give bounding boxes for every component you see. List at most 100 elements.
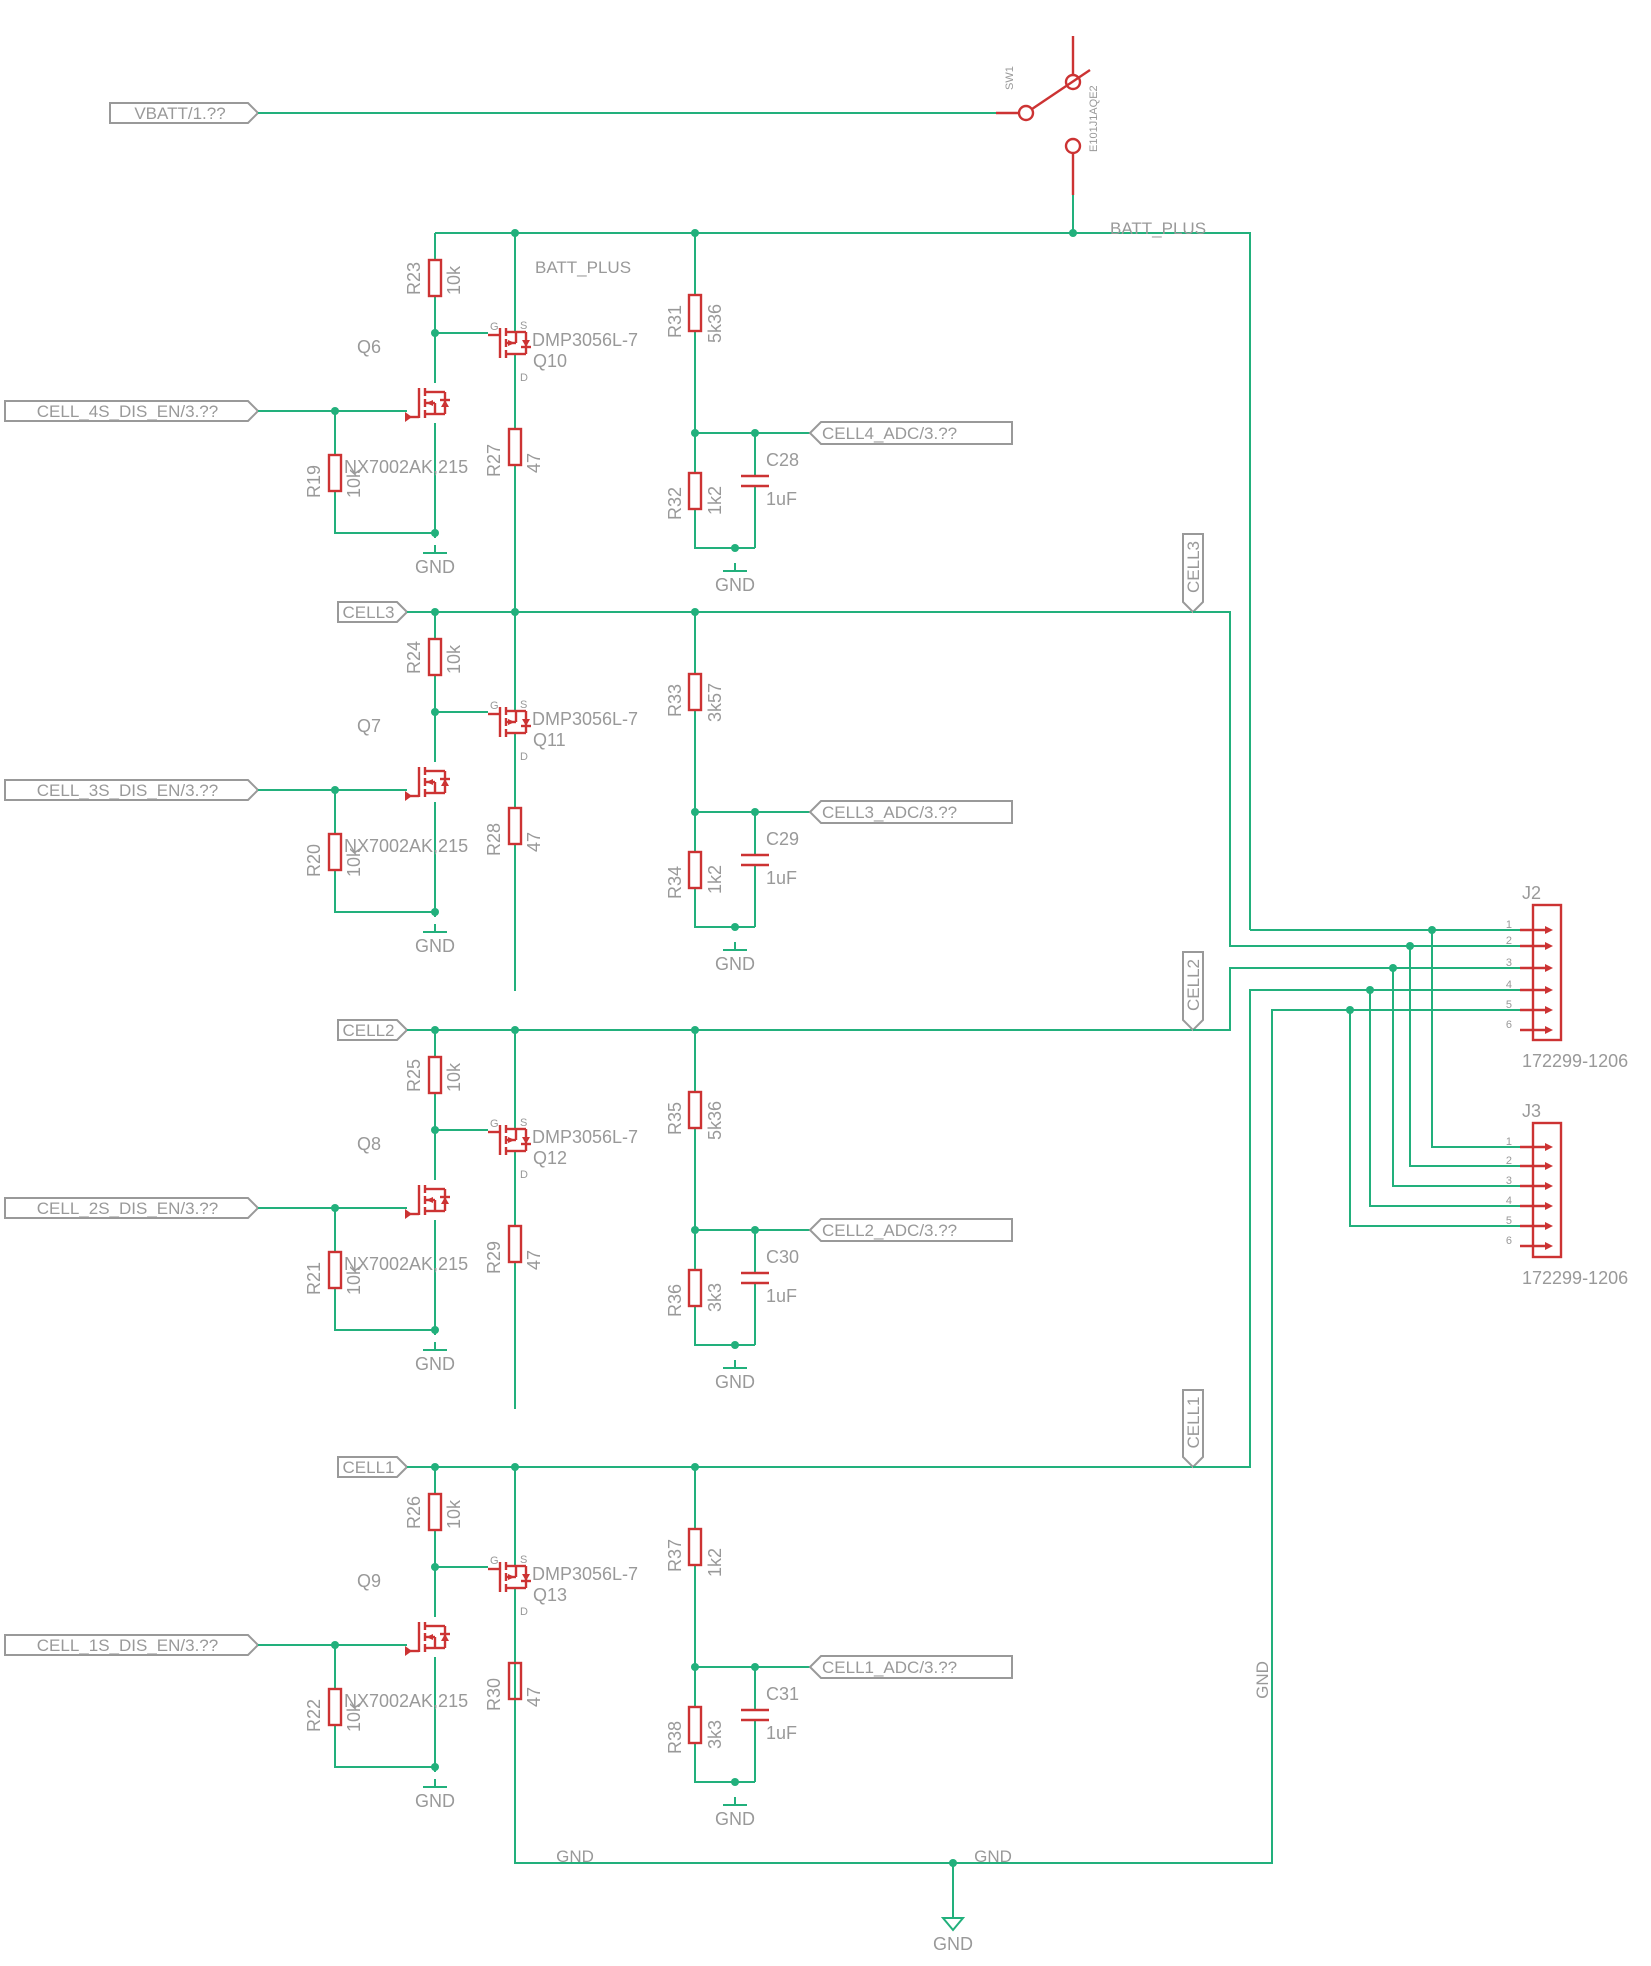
ref-label: R33 xyxy=(665,684,685,717)
resistor-R36 xyxy=(687,1268,703,1308)
pin-d: D xyxy=(520,1169,528,1181)
junction-dot xyxy=(511,608,519,616)
junction-dot xyxy=(1366,986,1374,994)
ref-label: R36 xyxy=(665,1284,685,1317)
net-label: GND xyxy=(974,1847,1012,1866)
wires xyxy=(4,102,1520,1932)
value-label: 10k xyxy=(444,1062,464,1092)
pin-number: 6 xyxy=(1506,1235,1512,1247)
junction-dot xyxy=(731,923,739,931)
wire-segment xyxy=(1193,989,1520,1468)
gnd-label: GND xyxy=(415,1354,455,1374)
nmos-transistor xyxy=(403,765,452,803)
ref-label: Q7 xyxy=(357,716,381,736)
pin-number: 3 xyxy=(1506,1175,1512,1187)
switch-ref: SW1 xyxy=(1004,66,1016,90)
resistor-R25 xyxy=(427,1055,443,1095)
wire-segment xyxy=(1409,946,1520,1167)
capacitor-symbol xyxy=(741,474,769,488)
port-label xyxy=(109,102,260,124)
connector-part: 172299-1206 xyxy=(1522,1268,1628,1288)
ref-label: R20 xyxy=(304,844,324,877)
gnd-label: GND xyxy=(933,1934,973,1954)
value-label: 3k57 xyxy=(705,683,725,722)
junction-dot xyxy=(691,608,699,616)
port-label xyxy=(337,1456,409,1478)
connector-ref: J2 xyxy=(1522,883,1541,903)
pin-s: S xyxy=(520,699,527,711)
part-label: NX7002AK,215 xyxy=(344,836,468,856)
port-text: CELL1_ADC/3.?? xyxy=(822,1658,957,1677)
resistor-R26 xyxy=(427,1492,443,1532)
ref-label: R29 xyxy=(484,1241,504,1274)
port-label xyxy=(4,400,260,422)
resistor-R37 xyxy=(687,1527,703,1567)
value-label: 3k3 xyxy=(705,1720,725,1749)
pin-s: S xyxy=(520,1554,527,1566)
part-label: DMP3056L-7 xyxy=(532,1127,638,1147)
junction-dot xyxy=(731,544,739,552)
ref-label: Q8 xyxy=(357,1134,381,1154)
ref-label: Q6 xyxy=(357,337,381,357)
port-text: CELL3_ADC/3.?? xyxy=(822,803,957,822)
pin-number: 2 xyxy=(1506,1155,1512,1167)
ref-label: R24 xyxy=(404,641,424,674)
resistor-R33 xyxy=(687,672,703,712)
pin-s: S xyxy=(520,320,527,332)
resistor-R28 xyxy=(507,806,523,846)
value-label: 10k xyxy=(444,644,464,674)
junction-dot xyxy=(1428,926,1436,934)
junction-dot xyxy=(431,1026,439,1034)
port-label xyxy=(808,800,1013,824)
net-label: BATT_PLUS xyxy=(1110,219,1206,238)
port-text: CELL_2S_DIS_EN/3.?? xyxy=(37,1199,218,1218)
pin-g: G xyxy=(490,1118,499,1130)
port-label xyxy=(808,1218,1013,1242)
wire-segment xyxy=(334,1288,435,1331)
wire-segment xyxy=(334,870,435,913)
resistor-R38 xyxy=(687,1705,703,1745)
net-label: BATT_PLUS xyxy=(535,258,631,277)
value-label: 3k3 xyxy=(705,1283,725,1312)
ref-label: C28 xyxy=(766,450,799,470)
port-text: CELL1 xyxy=(343,1458,395,1477)
value-label: 47 xyxy=(524,832,544,852)
port-text: CELL2 xyxy=(343,1021,395,1040)
pin-g: G xyxy=(490,1555,499,1567)
pin-s: S xyxy=(520,1117,527,1129)
wire-segment xyxy=(694,509,755,549)
gnd-label: GND xyxy=(415,936,455,956)
port-text: CELL2 xyxy=(1184,959,1203,1011)
value-label: 5k36 xyxy=(705,1101,725,1140)
port-label xyxy=(1182,1389,1204,1469)
pin-number: 5 xyxy=(1506,999,1512,1011)
port-label xyxy=(808,421,1013,445)
wire-segment xyxy=(435,232,1251,930)
wire-segment xyxy=(514,1009,1520,1864)
ref-label: R31 xyxy=(665,305,685,338)
connector-J3 xyxy=(1520,1121,1563,1259)
value-label: 10k xyxy=(444,265,464,295)
value-label: 47 xyxy=(524,1250,544,1270)
port-text: CELL1 xyxy=(1184,1397,1203,1449)
labels: VBATT/1.??SW1E101J1AQE2BATT_PLUSBATT_PLU… xyxy=(37,66,1628,1954)
port-text: CELL3 xyxy=(1184,541,1203,593)
junction-dot xyxy=(431,608,439,616)
wire-segment xyxy=(1193,967,1520,1031)
pin-number: 1 xyxy=(1506,919,1512,931)
net-label: GND xyxy=(1253,1661,1272,1699)
value-label: 1k2 xyxy=(705,865,725,894)
pin-number: 4 xyxy=(1506,979,1512,991)
resistor-R34 xyxy=(687,850,703,890)
resistor-R24 xyxy=(427,637,443,677)
junction-dot xyxy=(691,1026,699,1034)
ref-label: R35 xyxy=(665,1102,685,1135)
wire-segment xyxy=(1392,968,1520,1187)
gnd-label: GND xyxy=(715,954,755,974)
wire-segment xyxy=(694,1306,755,1346)
ref-label: R37 xyxy=(665,1539,685,1572)
ref-label: Q9 xyxy=(357,1571,381,1591)
part-label: NX7002AK,215 xyxy=(344,457,468,477)
capacitor-symbol xyxy=(741,853,769,867)
